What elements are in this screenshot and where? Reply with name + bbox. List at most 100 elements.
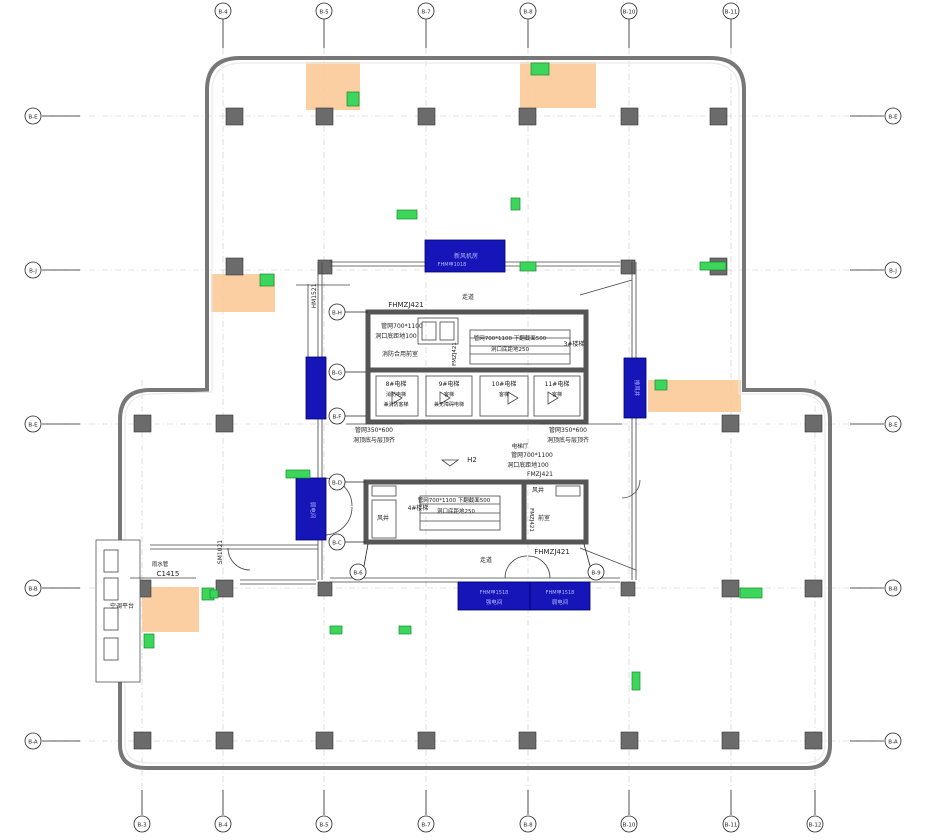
front-room-label: 前室 <box>538 514 550 522</box>
valve-side-right-label: 管网350*600 <box>549 426 587 434</box>
stair-a-label: 3#楼梯 <box>564 340 585 348</box>
svg-text:B-7: B-7 <box>421 823 431 829</box>
svg-text:B-A: B-A <box>888 740 898 746</box>
door-top-label: FHMZJ421 <box>388 301 424 309</box>
valve-right-bottom-label: 管网700*1100 <box>511 451 553 459</box>
svg-text:B-G: B-G <box>332 371 342 377</box>
valve-left-note: 洞口底距地100 <box>375 332 417 340</box>
ac-platform: 空调平台 雨水管 C1415 <box>95 539 196 683</box>
svg-text:FHM甲1518: FHM甲1518 <box>546 590 575 596</box>
corridor-bottom-label: 走道 <box>480 556 492 564</box>
door-hm-label: HM1521 <box>311 283 318 308</box>
svg-text:兼无障碍电梯: 兼无障碍电梯 <box>434 401 464 408</box>
grid-lines <box>50 48 875 790</box>
axis-bubble-left: B-E B-J B-E B-B B-A <box>24 107 42 750</box>
svg-text:B-5: B-5 <box>319 823 329 829</box>
shaft-b-label: 风井 <box>532 486 544 494</box>
axis-bubble-bottom: B-3 B-4 B-5 B-7 B-8 B-10 B-11 B-12 <box>133 815 824 833</box>
axis-bubble-right: B-E B-J B-E B-B B-A <box>884 107 902 750</box>
svg-text:兼消防客梯: 兼消防客梯 <box>383 401 408 408</box>
lift-lobby-label: 电梯厅 <box>512 442 529 450</box>
equipment-room-right <box>623 357 647 419</box>
corridor-top-label: 走道 <box>462 293 474 301</box>
svg-text:客梯: 客梯 <box>444 391 454 398</box>
svg-text:B-12: B-12 <box>809 823 822 829</box>
lift-11-label: 11#电梯 <box>545 380 570 388</box>
svg-text:B-J: B-J <box>889 269 897 275</box>
equipment-room-bottom-a <box>457 581 531 611</box>
green-fixtures <box>143 62 763 691</box>
svg-text:弱电间: 弱电间 <box>309 502 317 519</box>
svg-text:排风井: 排风井 <box>633 380 641 397</box>
svg-text:B-7: B-7 <box>421 10 431 16</box>
svg-text:B-J: B-J <box>29 269 37 275</box>
svg-text:B-11: B-11 <box>725 823 738 829</box>
equipment-room-left <box>295 477 327 541</box>
svg-text:B-8: B-8 <box>523 823 533 829</box>
valve-side-left-label: 管网350*600 <box>355 426 393 434</box>
stair-b-label: 4#楼梯 <box>408 504 429 512</box>
water-pipe-label: 雨水管 <box>152 560 169 568</box>
svg-text:B-B: B-B <box>28 587 38 593</box>
lift-8-label: 8#电梯 <box>386 380 407 388</box>
svg-text:洞顶底与层顶齐: 洞顶底与层顶齐 <box>547 436 589 444</box>
axis-markers: B-4 B-5 B-7 B-8 B-10 B-11 B-3 B-4 B-5 B-… <box>24 2 902 833</box>
svg-text:弱电间: 弱电间 <box>552 598 569 606</box>
svg-text:B-A: B-A <box>28 740 38 746</box>
svg-text:B-10: B-10 <box>623 823 636 829</box>
door-fm-label: FMZJ421 <box>527 471 553 478</box>
svg-text:客梯: 客梯 <box>499 391 509 398</box>
valve-mid-note: 洞口底距地250 <box>491 345 529 353</box>
svg-text:B-E: B-E <box>888 115 898 121</box>
svg-text:B-4: B-4 <box>218 10 228 16</box>
svg-text:B-E: B-E <box>28 115 38 121</box>
equipment-room-left-upper <box>305 356 327 420</box>
ac-platform-label: 空调平台 <box>110 602 134 610</box>
svg-text:B-E: B-E <box>28 423 38 429</box>
upper-core: 走道 FHMZJ421 管网700*1100 洞口底距地100 消防合用前室 管… <box>365 293 589 425</box>
svg-text:B-4: B-4 <box>218 823 228 829</box>
door-fm-lower-label: FMZJ421 <box>528 508 534 532</box>
svg-text:B-B: B-B <box>888 587 898 593</box>
valve-mid-label: 管网700*1100 下翻截面500 <box>474 334 547 342</box>
svg-text:B-11: B-11 <box>725 10 738 16</box>
door-sm-label: SM1021 <box>217 540 224 564</box>
svg-text:B-6: B-6 <box>353 571 363 577</box>
svg-text:B-E: B-E <box>888 423 898 429</box>
svg-text:强电间: 强电间 <box>486 598 503 606</box>
svg-text:B-9: B-9 <box>591 571 601 577</box>
window-label: C1415 <box>157 570 180 578</box>
shaft-a-label: 风井 <box>377 514 389 522</box>
svg-text:B-D: B-D <box>332 481 342 487</box>
equipment-rooms: 新风机房 FHM甲1018 弱电间 排风井 FHM甲1518 强电间 FHM甲1… <box>295 239 647 611</box>
core-side-notes: 管网350*600 洞顶底与层顶齐 管网350*600 洞顶底与层顶齐 电梯厅 … <box>217 283 622 564</box>
svg-text:B-5: B-5 <box>319 10 329 16</box>
svg-text:消防电梯: 消防电梯 <box>386 391 406 398</box>
fire-room-label: 消防合用前室 <box>382 350 418 358</box>
svg-text:B-C: B-C <box>332 541 342 547</box>
highlight-areas <box>142 62 741 632</box>
svg-text:B-3: B-3 <box>137 823 147 829</box>
lift-9-label: 9#电梯 <box>439 380 460 388</box>
core-axis-bubbles: B-H B-G B-F B-D B-C B-6 B-9 <box>328 303 605 581</box>
svg-text:FHM甲1018: FHM甲1018 <box>438 262 467 268</box>
svg-text:FHM甲1518: FHM甲1518 <box>480 590 509 596</box>
svg-text:新风机房: 新风机房 <box>454 252 478 260</box>
equipment-room-bottom-b <box>529 581 591 611</box>
svg-text:B-F: B-F <box>333 415 342 421</box>
building-outline <box>118 56 832 770</box>
lower-core: 风井 风井 前室 4#楼梯 管网700*1100 下翻截面500 洞口底距地25… <box>363 479 589 564</box>
valve-core-bottom-label: 管网700*1100 下翻截面500 <box>418 496 491 504</box>
svg-text:B-8: B-8 <box>523 10 533 16</box>
door-fm-upper-label: FMZJ421 <box>452 342 458 366</box>
svg-text:洞顶底与层顶齐: 洞顶底与层顶齐 <box>353 436 395 444</box>
elevation-mark: H2 <box>467 456 477 464</box>
valve-left-label: 管网700*1100 <box>381 322 423 330</box>
svg-text:B-10: B-10 <box>623 10 636 16</box>
svg-text:洞口底距地100: 洞口底距地100 <box>507 461 549 469</box>
door-bottom-label: FHMZJ421 <box>534 548 570 556</box>
lift-10-label: 10#电梯 <box>492 380 517 388</box>
equipment-room-top <box>424 239 506 273</box>
svg-text:B-H: B-H <box>332 311 342 317</box>
